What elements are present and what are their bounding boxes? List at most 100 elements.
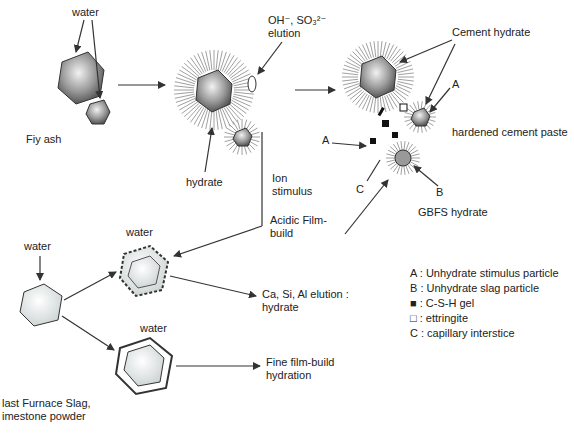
fibre — [344, 65, 359, 70]
fibre — [418, 101, 419, 109]
fibre — [348, 88, 362, 97]
label: water — [140, 322, 167, 335]
fibre — [404, 166, 405, 175]
fibre — [387, 95, 394, 109]
csh-gel — [392, 132, 398, 138]
fibre — [222, 108, 230, 126]
label: Acidic Film-build — [270, 214, 336, 240]
fibre — [401, 166, 402, 175]
fibre — [225, 132, 235, 135]
fibre — [218, 110, 222, 130]
fibre — [401, 141, 402, 150]
fibre — [342, 77, 358, 78]
fibre — [406, 165, 409, 173]
fibre — [407, 121, 414, 125]
fibre — [404, 141, 405, 150]
elution-mark — [248, 76, 256, 92]
label: Cement hydrate — [452, 26, 530, 39]
fibre — [398, 73, 414, 75]
label: A — [322, 134, 329, 147]
slag-particle — [20, 284, 62, 326]
fibre — [385, 43, 390, 58]
fibre — [386, 158, 395, 159]
fibre — [366, 96, 371, 111]
label: hydrate — [186, 176, 223, 189]
fibre — [249, 128, 258, 133]
legend-text: C : capillary interstice — [410, 327, 515, 339]
hydrating-particle — [196, 70, 232, 112]
legend-text: B : Unhydrate slag particle — [410, 282, 539, 294]
fibre — [405, 112, 413, 114]
fibre — [386, 154, 395, 156]
legend-entry: B : Unhydrate slag particle — [410, 281, 572, 296]
fibre — [396, 86, 410, 93]
fibre — [174, 86, 194, 88]
label: Fiy ash — [26, 133, 61, 146]
fibre — [386, 160, 395, 162]
label: Ca, Si, Al elution : hydrate — [262, 288, 366, 314]
csh-gel — [382, 120, 389, 127]
fibre — [374, 97, 376, 113]
csh-gel — [378, 107, 385, 116]
fibre — [397, 142, 400, 150]
fibre — [380, 41, 382, 57]
slag-core — [124, 345, 164, 386]
label: hardened cement paste — [452, 126, 570, 139]
legend-text: □ : ettringite — [410, 312, 468, 324]
fibre — [250, 139, 260, 142]
slag-core — [128, 256, 160, 288]
fibre — [216, 50, 218, 70]
fibre — [210, 110, 212, 130]
fibre — [242, 119, 243, 129]
fibre — [362, 95, 369, 109]
fibre — [177, 98, 195, 106]
label: C — [356, 183, 364, 196]
label: A — [452, 78, 459, 91]
fibre — [407, 108, 414, 112]
acidic-film-particle — [120, 246, 168, 296]
fly-ash-particle — [86, 100, 110, 124]
fibre — [214, 110, 215, 130]
fibre — [342, 73, 358, 75]
fibre — [362, 45, 369, 59]
fibre — [214, 50, 215, 70]
fibre — [234, 92, 254, 94]
fibre — [224, 137, 234, 138]
label: water — [72, 6, 99, 19]
cement-particle — [360, 56, 396, 98]
legend-text: ■ : C-S-H gel — [410, 297, 474, 309]
ettringite — [400, 104, 407, 111]
fibre — [206, 51, 210, 71]
fibre — [202, 109, 208, 128]
fibre — [404, 117, 412, 118]
fibre — [387, 45, 394, 59]
fibre — [411, 158, 420, 159]
fibre — [378, 97, 379, 113]
fibre — [410, 150, 418, 154]
fibre — [411, 154, 420, 156]
stimulus-particle — [411, 108, 430, 126]
fibre — [176, 78, 195, 84]
fibre — [220, 52, 226, 71]
fibre — [233, 96, 252, 102]
legend-entry: A : Unhydrate stimulus particle — [410, 266, 572, 281]
fine-film-particle — [116, 338, 172, 394]
label: GBFS hydrate — [418, 206, 488, 219]
fibre — [410, 105, 415, 111]
fibre — [396, 61, 410, 68]
legend-entry: C : capillary interstice — [410, 326, 572, 341]
csh-gel — [370, 138, 376, 144]
fibre — [397, 69, 413, 73]
fibre — [346, 61, 360, 68]
fly-ash-particle — [58, 52, 104, 104]
label: water — [126, 226, 153, 239]
legend: A : Unhydrate stimulus particleB : Unhyd… — [410, 266, 572, 341]
fibre — [374, 41, 376, 57]
fibre — [198, 53, 206, 71]
fibre — [413, 102, 416, 109]
label: last Furnace Slag, imestone powder — [2, 397, 106, 423]
label: Fine film-build hydration — [266, 356, 350, 382]
fibre — [411, 160, 420, 162]
fibre — [398, 79, 414, 81]
